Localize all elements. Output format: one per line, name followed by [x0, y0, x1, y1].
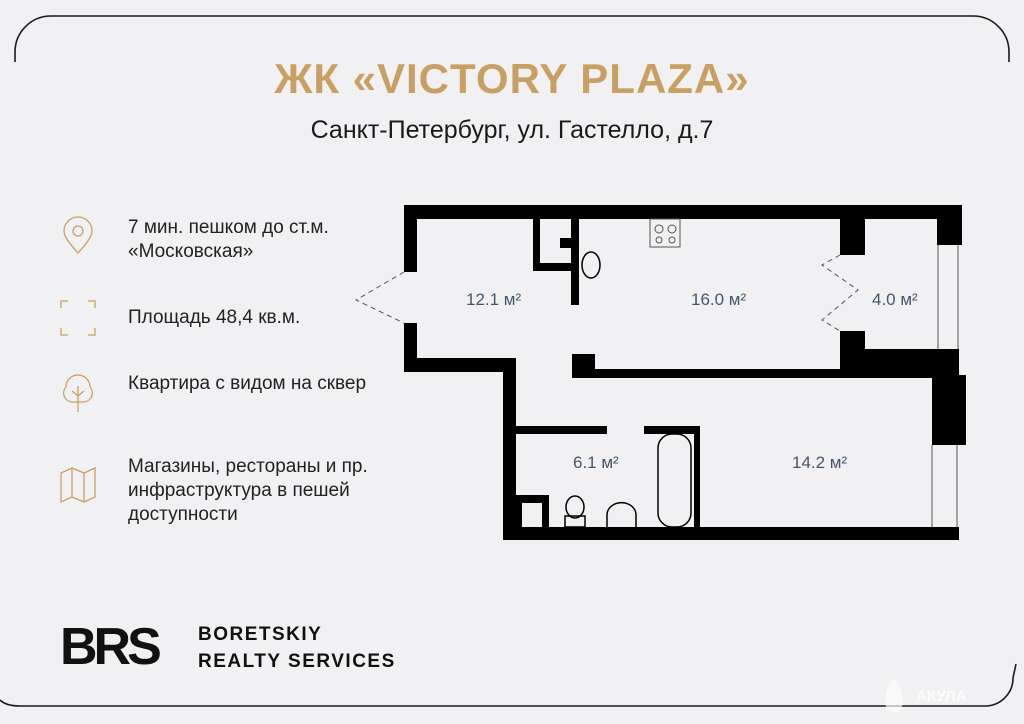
shark-logo-icon: [885, 679, 903, 713]
company-name-line2: REALTY SERVICES: [198, 651, 396, 672]
window: [931, 245, 959, 527]
wall: [503, 358, 516, 540]
feature-view: Квартира с видом на сквер: [58, 372, 378, 412]
feature-area: Площадь 48,4 кв.м.: [58, 298, 378, 338]
toilet-icon: [565, 495, 585, 519]
wall: [560, 238, 571, 248]
tree-icon: [63, 374, 93, 412]
entrance-door: [354, 271, 405, 324]
wall: [404, 205, 962, 219]
wall: [571, 219, 579, 305]
map-icon: [60, 466, 96, 504]
stove-icon: [649, 218, 681, 248]
feature-text: Площадь 48,4 кв.м.: [128, 307, 301, 328]
wall: [840, 219, 865, 255]
wall: [937, 205, 962, 245]
feature-infrastructure: Магазины, рестораны и пр. инфраструктура…: [58, 455, 378, 527]
wall: [932, 375, 966, 445]
room-area-bedroom: 14.2 м²: [792, 453, 848, 472]
wall: [516, 426, 607, 434]
wall: [840, 349, 959, 378]
area-frame-icon: [60, 300, 96, 336]
watermark-text: АКУЛА: [916, 687, 967, 705]
page-title: ЖК «VICTORY PLAZA»: [274, 55, 750, 102]
washbasin-icon: [606, 501, 637, 527]
room-area-kitchen: 16.0 м²: [691, 290, 747, 309]
room-area-bathroom: 6.1 м²: [573, 453, 619, 472]
feature-text: Квартира с видом на сквер: [128, 373, 367, 394]
room-area-balcony: 4.0 м²: [872, 290, 918, 309]
company-name: BORETSKIY REALTY SERVICES: [198, 621, 396, 675]
map-pin-icon: [63, 216, 93, 254]
room-area-hallway: 12.1 м²: [466, 290, 522, 309]
wall: [404, 205, 417, 272]
wall: [694, 426, 700, 528]
wall: [644, 426, 700, 434]
feature-metro: 7 мин. пешком до ст.м. «Московская»: [58, 216, 378, 264]
wall: [503, 527, 959, 540]
brs-logo: BRS: [60, 618, 162, 676]
feature-text: Магазины, рестораны и пр. инфраструктура…: [128, 456, 368, 525]
sink-icon: [581, 251, 601, 279]
wall: [572, 369, 959, 378]
feature-text: 7 мин. пешком до ст.м. «Московская»: [128, 217, 329, 262]
watermark: АКУЛА: [882, 677, 966, 715]
wall: [533, 219, 540, 271]
wall: [404, 358, 516, 372]
balcony-door: [821, 254, 859, 332]
wall: [533, 263, 578, 271]
company-name-line1: BORETSKIY: [198, 624, 323, 645]
bathtub-icon: [657, 433, 692, 528]
address: Санкт-Петербург, ул. Гастелло, д.7: [310, 116, 714, 144]
